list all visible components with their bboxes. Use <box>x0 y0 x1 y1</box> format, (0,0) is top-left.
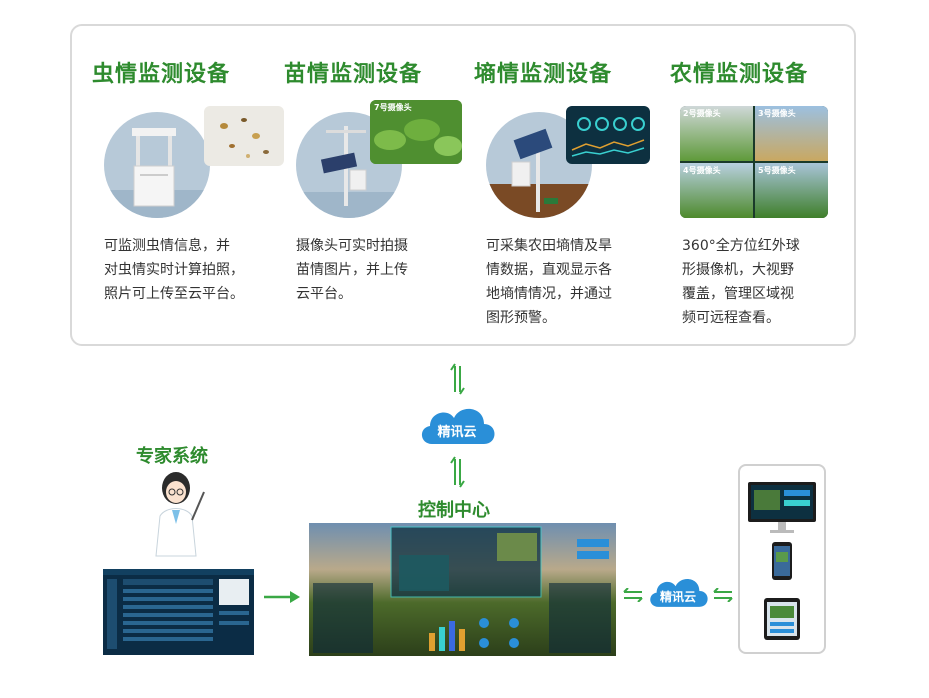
soil-monitor-title: 墒情监测设备 <box>474 62 613 87</box>
crop-camera-tag-4: 4号摄像头 <box>683 166 721 175</box>
cloud-icon <box>421 408 495 444</box>
cloud-center: 精讯云 <box>414 398 500 450</box>
insect-monitor-title: 虫情监测设备 <box>92 62 231 87</box>
cloud-right-label: 精讯云 <box>659 590 696 604</box>
seedling-monitor-description: 摄像头可实时拍摄 苗情图片，并上传 云平台。 <box>296 238 408 302</box>
right-arrow-icon <box>264 591 300 603</box>
crop-monitor-title: 农情监测设备 <box>670 62 809 87</box>
crop-camera-feed-2: 2号摄像头 <box>680 106 753 161</box>
smartphone-icon <box>772 542 792 580</box>
desktop-monitor-icon <box>748 482 816 533</box>
control-center-dashboard <box>309 523 616 656</box>
expert-avatar <box>155 472 205 557</box>
cloud-right: 精讯云 <box>644 570 712 612</box>
crop-camera-tag-3: 3号摄像头 <box>758 109 796 118</box>
crop-camera-feed-3: 3号摄像头 <box>755 106 828 161</box>
exchange-arrow-icon <box>623 588 643 602</box>
expert-system-label: 专家系统 <box>136 446 208 467</box>
seedling-camera-tag: 7号摄像头 <box>374 103 412 112</box>
insect-trap-image <box>104 112 210 218</box>
crop-camera-feed-4: 4号摄像头 <box>680 163 753 218</box>
insect-monitor-description: 可监测虫情信息，并 对虫情实时计算拍照， 照片可上传至云平台。 <box>104 238 244 302</box>
bidirectional-arrow-icon <box>450 456 465 488</box>
tablet-icon <box>764 598 800 640</box>
crop-monitor-description: 360°全方位红外球 形摄像机，大视野 覆盖，管理区域视 频可远程查看。 <box>682 238 800 326</box>
crop-camera-grid: 2号摄像头 3号摄像头 4号摄像头 5号摄像头 <box>680 106 828 218</box>
crop-camera-feed-5: 5号摄像头 <box>755 163 828 218</box>
exchange-arrow-icon <box>713 588 733 602</box>
crop-camera-tag-5: 5号摄像头 <box>758 166 796 175</box>
cloud-center-label: 精讯云 <box>437 425 477 440</box>
seedling-camera-feed: 7号摄像头 <box>370 100 462 164</box>
soil-monitor-description: 可采集农田墒情及旱 情数据，直观显示各 地墒情情况，并通过 图形预警。 <box>486 238 612 326</box>
crop-camera-tag-2: 2号摄像头 <box>683 109 721 118</box>
control-center-label: 控制中心 <box>418 500 490 521</box>
cloud-icon <box>650 578 708 607</box>
soil-data-dashboard <box>566 106 650 164</box>
seedling-monitor-title: 苗情监测设备 <box>284 62 423 87</box>
expert-system-screen <box>103 569 254 655</box>
client-devices-panel <box>738 464 826 654</box>
bidirectional-arrow-icon <box>450 363 465 395</box>
monitoring-devices-panel: 虫情监测设备 可监测虫情信息，并 对虫情实时计算拍照， 照片可上传至云平台。 <box>70 24 856 346</box>
insect-sample-photo <box>204 106 284 166</box>
